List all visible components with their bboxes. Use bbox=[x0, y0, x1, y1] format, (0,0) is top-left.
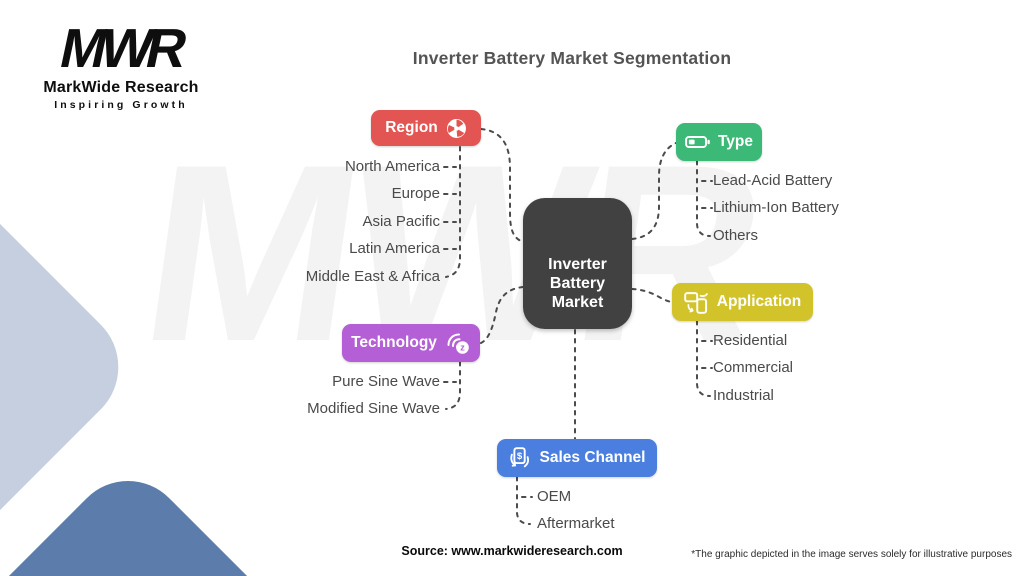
trunk-type bbox=[696, 160, 711, 237]
category-node-application: Application bbox=[672, 283, 813, 321]
application-item-industrial: Industrial bbox=[713, 387, 774, 404]
application-item-commercial: Commercial bbox=[713, 359, 794, 376]
central-node-line: Market bbox=[551, 294, 604, 311]
trunk-application bbox=[696, 320, 711, 397]
application-node-label: Application bbox=[716, 293, 802, 310]
central-node-line: Inverter bbox=[548, 256, 607, 273]
connector-center-technology bbox=[480, 286, 524, 344]
category-node-technology: Technology z bbox=[342, 324, 480, 362]
region-item-middle-east-africa: Middle East & Africa bbox=[305, 268, 440, 285]
sales-item-aftermarket: Aftermarket bbox=[537, 515, 615, 532]
sales-item-oem: OEM bbox=[537, 488, 572, 505]
region-node-label: Region bbox=[385, 119, 438, 136]
battery-icon bbox=[685, 136, 710, 148]
region-item-europe: Europe bbox=[391, 185, 440, 202]
type-node-label: Type bbox=[717, 133, 754, 150]
trunk-sales bbox=[516, 476, 531, 525]
source-credit: Source: www.markwideresearch.com bbox=[401, 544, 623, 558]
signal-z-icon: z bbox=[447, 333, 469, 354]
sales-channel-node-label: Sales Channel bbox=[539, 449, 646, 466]
trunk-technology bbox=[445, 361, 461, 410]
region-item-north-america: North America bbox=[344, 158, 440, 175]
type-item-lead-acid: Lead-Acid Battery bbox=[713, 172, 833, 189]
connector-center-type bbox=[631, 142, 677, 240]
svg-text:z: z bbox=[460, 342, 465, 352]
connector-center-region bbox=[480, 128, 524, 243]
technology-item-pure-sine-wave: Pure Sine Wave bbox=[332, 373, 440, 390]
central-node-line: Battery bbox=[549, 275, 606, 292]
svg-text:$: $ bbox=[516, 450, 522, 461]
technology-node-label: Technology bbox=[351, 334, 437, 351]
type-item-lithium-ion: Lithium-Ion Battery bbox=[713, 199, 839, 216]
trunk-region bbox=[445, 146, 461, 278]
category-node-region: Region bbox=[371, 110, 481, 146]
category-node-sales-channel: $ Sales Channel bbox=[497, 439, 657, 477]
markwide-logo: MWR MarkWide Research Inspiring Growth bbox=[36, 17, 206, 111]
region-item-asia-pacific: Asia Pacific bbox=[362, 213, 440, 230]
type-item-others: Others bbox=[713, 227, 759, 244]
globe-icon bbox=[446, 118, 466, 138]
disclaimer-note: *The graphic depicted in the image serve… bbox=[691, 549, 1012, 560]
technology-item-modified-sine-wave: Modified Sine Wave bbox=[307, 400, 440, 417]
phone-dollar-icon: $ bbox=[509, 446, 529, 467]
connector-center-application bbox=[631, 288, 673, 303]
devices-sync-icon bbox=[684, 291, 708, 314]
central-node-inverter-battery-market: Inverter Battery Market bbox=[523, 198, 632, 329]
region-item-latin-america: Latin America bbox=[349, 240, 440, 257]
application-item-residential: Residential bbox=[713, 332, 788, 349]
logo-name: MarkWide Research bbox=[43, 78, 199, 96]
page-title: Inverter Battery Market Segmentation bbox=[412, 48, 732, 68]
category-node-type: Type bbox=[676, 123, 762, 161]
logo-tagline: Inspiring Growth bbox=[54, 98, 188, 111]
